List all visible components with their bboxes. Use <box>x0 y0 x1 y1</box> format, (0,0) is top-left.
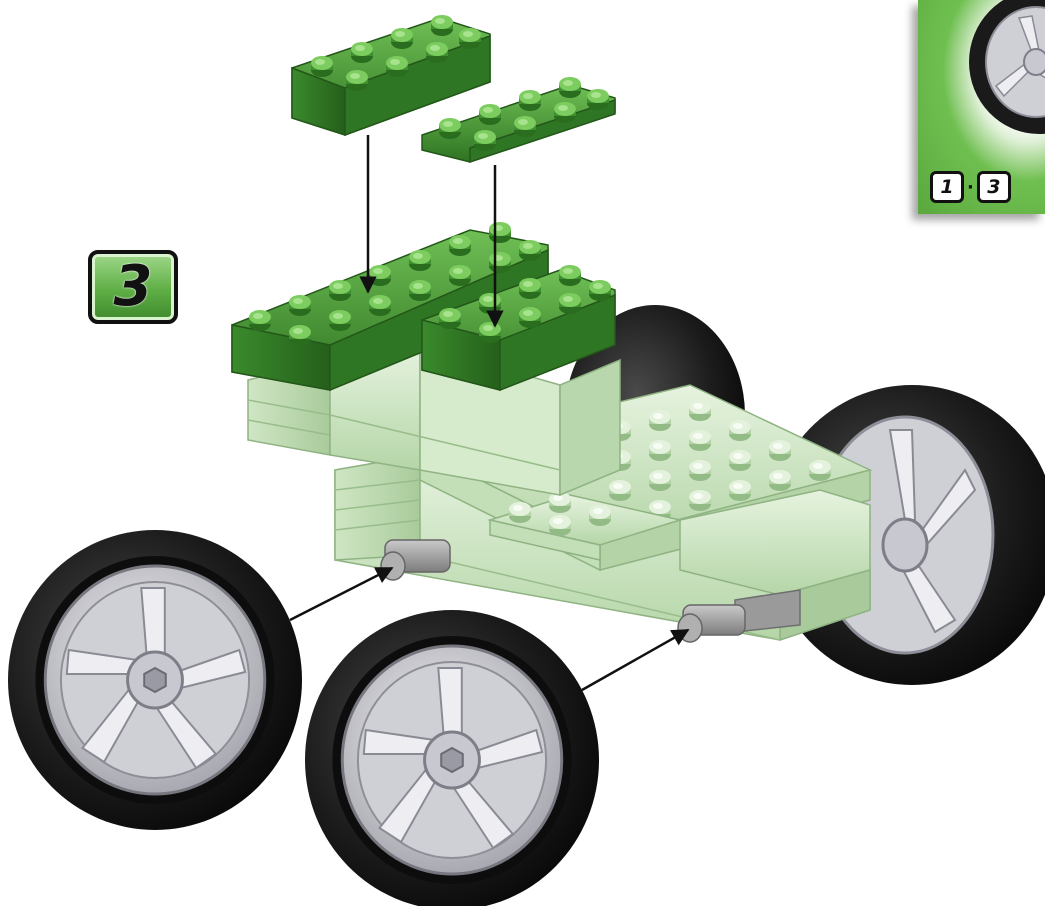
step-ref-box: 3 <box>977 171 1011 203</box>
wheel-front-right <box>305 610 599 906</box>
quantity-label: 1 · 3 <box>930 172 1011 202</box>
step-number-badge: 3 <box>88 250 178 324</box>
step-number: 3 <box>114 259 153 315</box>
wheel-icon <box>964 0 1045 140</box>
wheel-front-left <box>8 530 302 830</box>
quantity-box: 1 <box>930 171 964 203</box>
floating-brick-2x4 <box>292 15 490 135</box>
rear-axle <box>678 605 745 642</box>
quantity-separator: · <box>967 177 974 198</box>
parts-inset-panel: 1 · 3 <box>918 0 1045 214</box>
